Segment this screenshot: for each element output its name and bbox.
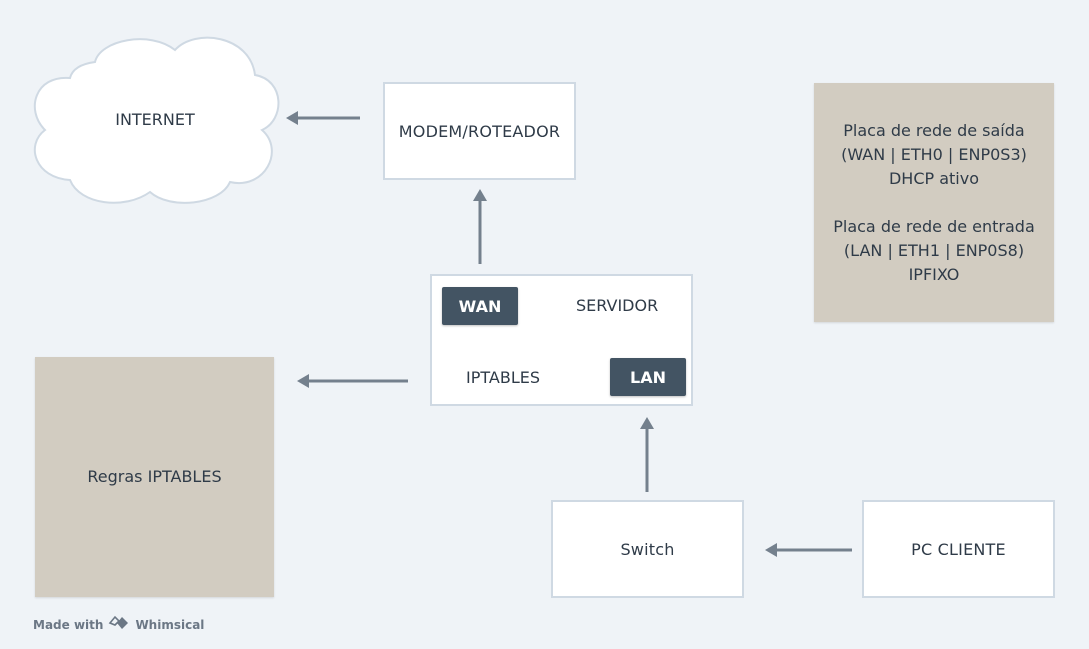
lan-chip: LAN xyxy=(610,358,686,396)
nic-wan-title: Placa de rede de saída xyxy=(843,120,1025,140)
arrowhead-server-to-modem xyxy=(473,189,487,201)
nic-wan-mode: DHCP ativo xyxy=(888,168,980,188)
arrowhead-modem-to-internet xyxy=(286,111,298,125)
internet-label: INTERNET xyxy=(115,109,195,129)
nic-lan-mode: IPFIXO xyxy=(908,264,960,284)
switch-label: Switch xyxy=(620,539,675,559)
nic-lan-title: Placa de rede de entrada xyxy=(833,216,1035,236)
nic-lan-ids: (LAN | ETH1 | ENP0S8) xyxy=(843,240,1025,260)
modem-router-label: MODEM/ROTEADOR xyxy=(398,121,561,141)
iptables-rules-label: Regras IPTABLES xyxy=(87,467,222,486)
nic-spacer xyxy=(833,191,1035,215)
modem-router-box: MODEM/ROTEADOR xyxy=(383,82,576,180)
made-with-footer[interactable]: Made with Whimsical xyxy=(33,615,204,634)
whimsical-brand: Whimsical xyxy=(135,617,205,632)
lan-chip-label: LAN xyxy=(630,367,666,387)
arrowhead-server-to-rules xyxy=(297,374,309,388)
switch-box: Switch xyxy=(551,500,744,598)
server-title: SERVIDOR xyxy=(576,296,659,315)
wan-chip-label: WAN xyxy=(458,296,502,316)
arrowhead-pc-to-switch xyxy=(765,543,777,557)
pc-client-label: PC CLIENTE xyxy=(911,539,1006,559)
arrowhead-switch-to-server xyxy=(640,417,654,429)
nic-info-note: Placa de rede de saída (WAN | ETH0 | ENP… xyxy=(814,83,1054,322)
iptables-label: IPTABLES xyxy=(466,368,540,387)
nic-wan-ids: (WAN | ETH0 | ENP0S3) xyxy=(841,144,1027,164)
nic-info-text: Placa de rede de saída (WAN | ETH0 | ENP… xyxy=(833,119,1035,287)
wan-chip: WAN xyxy=(442,287,518,325)
pc-client-box: PC CLIENTE xyxy=(862,500,1055,598)
internet-cloud: INTERNET xyxy=(35,36,275,202)
made-with-text: Made with xyxy=(33,617,104,632)
iptables-rules-note: Regras IPTABLES xyxy=(35,357,274,597)
whimsical-logo-icon xyxy=(108,615,130,634)
